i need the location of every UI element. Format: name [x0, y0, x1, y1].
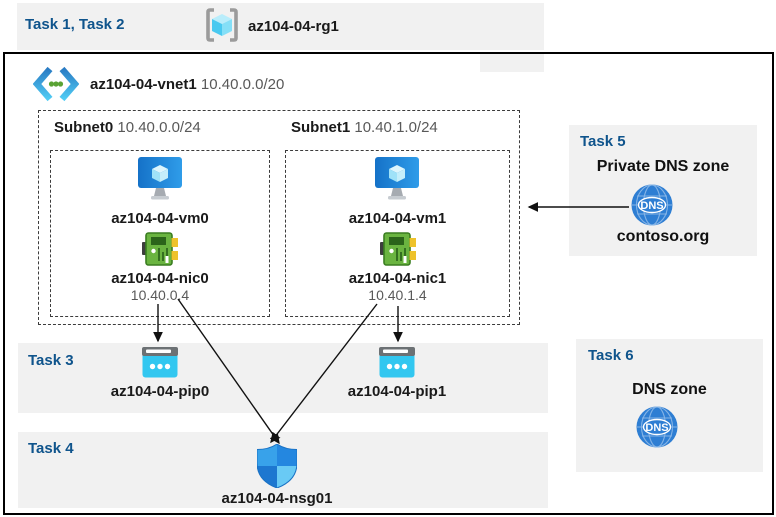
nsg-name: az104-04-nsg01 [221, 490, 333, 507]
virtual-network-icon [33, 66, 79, 102]
dns-zone-title: DNS zone [632, 381, 707, 398]
pip1-name: az104-04-pip1 [347, 383, 447, 400]
nsg-shield-icon [257, 444, 297, 488]
nic0-ip: 10.40.0.4 [130, 287, 190, 303]
subnet1-name: Subnet1 [291, 119, 351, 136]
dns-zone-icon-text: DNS [645, 422, 668, 434]
nic0-icon [142, 231, 178, 267]
subnet0-name: Subnet0 [54, 119, 114, 136]
task1-2-panel [17, 3, 544, 50]
task1-2-label: Task 1, Task 2 [25, 16, 125, 33]
private-dns-zone-name: contoso.org [616, 228, 710, 245]
pip1-icon [379, 347, 415, 378]
vnet-cidr: 10.40.0.0/20 [200, 76, 285, 93]
subnet1-title: Subnet1 10.40.1.0/24 [291, 119, 438, 136]
task6-label: Task 6 [588, 347, 634, 364]
nic0-name: az104-04-nic0 [111, 270, 209, 287]
vm1-name: az104-04-vm1 [348, 210, 447, 227]
pip0-icon [142, 347, 178, 378]
vm0-icon [138, 157, 182, 203]
subnet0-cidr: 10.40.0.0/24 [117, 119, 201, 136]
task6-panel [576, 339, 763, 472]
subnet0-box [50, 150, 270, 317]
nic1-name: az104-04-nic1 [348, 270, 447, 287]
task1-2-panel-notch [480, 54, 544, 72]
nic1-icon [380, 231, 416, 267]
pip0-name: az104-04-pip0 [110, 383, 210, 400]
task4-label: Task 4 [28, 440, 74, 457]
private-dns-zone-title: Private DNS zone [596, 158, 730, 175]
subnet0-title: Subnet0 10.40.0.0/24 [54, 119, 201, 136]
vm1-icon [375, 157, 419, 203]
vnet-title: az104-04-vnet1 10.40.0.0/20 [90, 76, 284, 93]
private-dns-icon: DNS [631, 184, 673, 226]
resource-group-name: az104-04-rg1 [248, 18, 339, 35]
dns-zone-icon: DNS [636, 406, 678, 448]
task3-label: Task 3 [28, 352, 74, 369]
task5-label: Task 5 [580, 133, 626, 150]
vnet-name: az104-04-vnet1 [90, 76, 197, 93]
nic1-ip: 10.40.1.4 [368, 287, 427, 303]
resource-group-icon [203, 7, 241, 43]
private-dns-icon-text: DNS [640, 200, 663, 212]
task3-panel [18, 343, 548, 413]
lab-boundary-box [3, 52, 774, 515]
vm0-name: az104-04-vm0 [111, 210, 209, 227]
subnet1-cidr: 10.40.1.0/24 [354, 119, 438, 136]
